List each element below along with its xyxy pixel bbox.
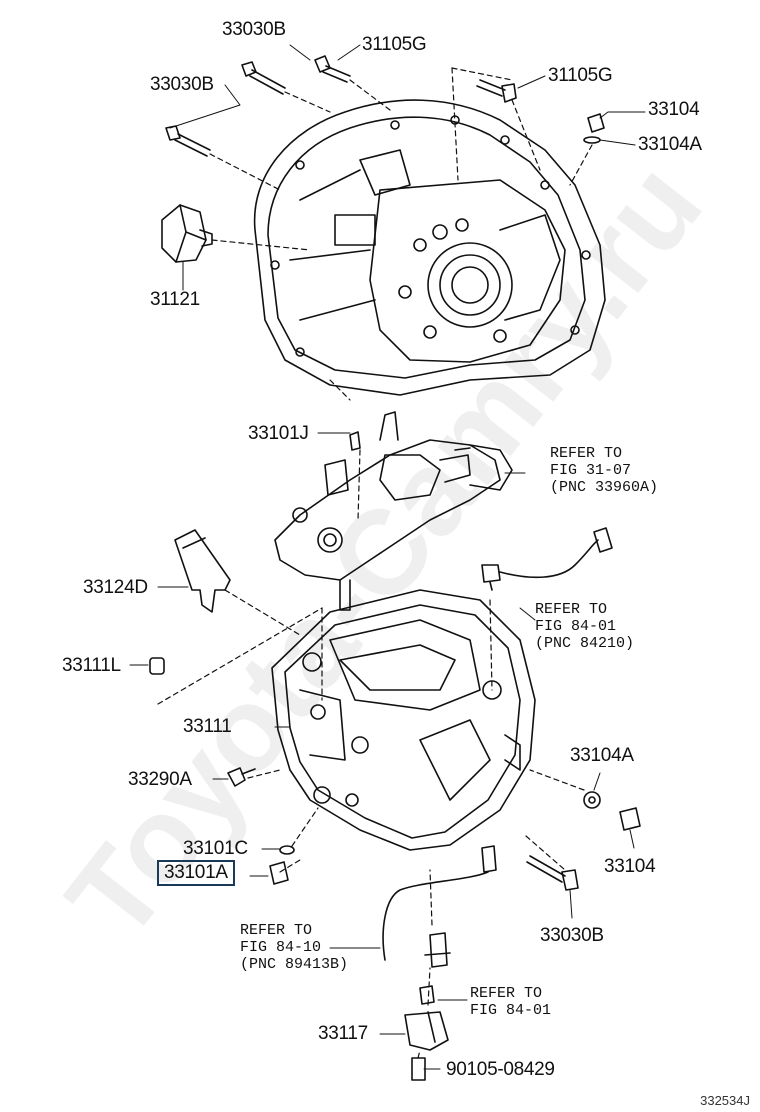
part-label-31121[interactable]: 31121 <box>150 289 200 310</box>
part-label-33030B-top[interactable]: 33030B <box>222 19 286 40</box>
cap-33111L <box>149 657 165 675</box>
part-label-33111L[interactable]: 33111L <box>62 655 121 676</box>
plug-33101A <box>269 861 289 885</box>
sensor-cable-84210 <box>481 527 613 591</box>
part-label-33290A[interactable]: 33290A <box>128 769 192 790</box>
bolt-33030B-bottom <box>526 855 579 891</box>
part-label-33124D[interactable]: 33124D <box>83 577 148 598</box>
part-label-31105G-top[interactable]: 31105G <box>362 34 427 55</box>
refer-fig-84-01-pnc-84210[interactable]: REFER TO FIG 84-01 (PNC 84210) <box>535 601 635 652</box>
part-label-33104-bottom[interactable]: 33104 <box>604 856 656 877</box>
sensor-33117 <box>404 985 449 1081</box>
leader-lines-lower <box>157 449 585 1059</box>
part-label-33104-top[interactable]: 33104 <box>648 99 700 120</box>
plug-33104 <box>619 807 641 831</box>
bolt-33030B-top <box>241 61 286 95</box>
part-label-33101J[interactable]: 33101J <box>248 423 309 444</box>
rubber-cap-31121 <box>161 204 213 263</box>
transaxle-case-lower <box>271 589 536 851</box>
bolt-33030B-mid <box>165 125 211 157</box>
refer-fig-84-01[interactable]: REFER TO FIG 84-01 <box>470 985 552 1019</box>
part-label-33111[interactable]: 33111 <box>183 716 232 737</box>
speed-sensor-89413B <box>382 845 497 968</box>
transaxle-housing-upper <box>253 99 606 396</box>
part-label-90105-08429[interactable]: 90105-08429 <box>446 1059 555 1080</box>
label-leaders <box>129 44 646 1070</box>
gasket-33104A <box>583 791 601 809</box>
part-label-31105G-right[interactable]: 31105G <box>548 65 613 86</box>
part-label-33104A-bottom[interactable]: 33104A <box>570 745 634 766</box>
bolt-31105G-top <box>314 55 351 83</box>
part-label-33101A-highlighted[interactable]: 33101A <box>157 860 235 886</box>
part-label-33030B-mid[interactable]: 33030B <box>150 74 214 95</box>
diagram-code: 332534J <box>700 1093 750 1108</box>
part-label-33104A-top[interactable]: 33104A <box>638 134 702 155</box>
gasket-33101C <box>279 845 295 855</box>
refer-fig-31-07[interactable]: REFER TO FIG 31-07 (PNC 33960A) <box>550 445 659 496</box>
bracket-33124D <box>174 529 231 613</box>
part-label-33101C[interactable]: 33101C <box>183 838 248 859</box>
bolt-31105G-right <box>476 79 517 103</box>
shift-lever-assembly <box>274 411 513 611</box>
plug-33104-top <box>583 113 605 144</box>
part-label-33030B-bottom[interactable]: 33030B <box>540 925 604 946</box>
part-label-33117[interactable]: 33117 <box>318 1023 368 1044</box>
leader-lines-upper <box>209 67 593 401</box>
refer-fig-84-10-pnc-89413B[interactable]: REFER TO FIG 84-10 (PNC 89413B) <box>240 922 349 973</box>
plug-33290A <box>227 767 256 787</box>
